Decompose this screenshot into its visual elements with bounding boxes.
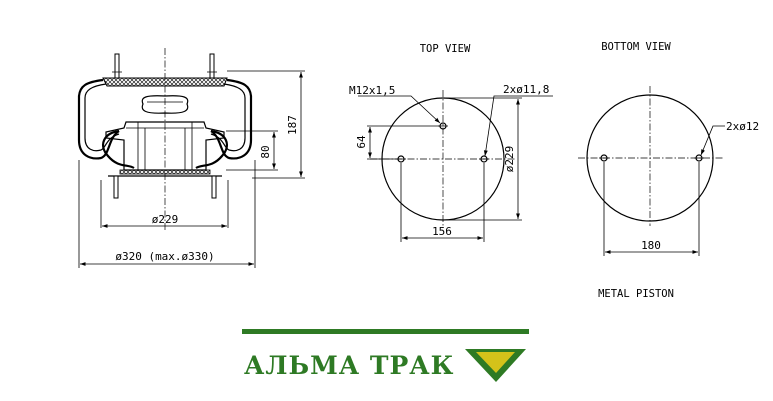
- top-stud-left: [114, 53, 120, 79]
- thread-label: M12x1,5: [349, 84, 395, 97]
- brand-logo: [465, 349, 526, 382]
- brand-rule: [242, 329, 529, 334]
- bottom-view: BOTTOM VIEW 2xø12 180 METAL PISTON: [578, 41, 759, 300]
- offset-dim-label: 64: [355, 135, 368, 149]
- bottom-diameter-dim-label: ø229: [152, 213, 179, 226]
- piston-note: METAL PISTON: [598, 288, 674, 300]
- bottom-stud-right: [211, 175, 217, 199]
- top-view-title: TOP VIEW: [420, 43, 471, 55]
- bottom-spacing-dim-label: 180: [641, 239, 661, 252]
- bumper: [141, 95, 189, 114]
- brand-block: АЛЬМА ТРАК: [242, 329, 529, 382]
- piston-height-dim-label: 80: [259, 145, 272, 158]
- height-dim-label: 187: [286, 115, 299, 135]
- brand-name: АЛЬМА ТРАК: [244, 351, 454, 380]
- top-view: TOP VIEW M12x1,5 2xø11,8 64 ø229 156: [349, 43, 553, 242]
- top-diameter-dim-label: ø229: [503, 146, 516, 173]
- max-diameter-dim-label: ø320 (max.ø330): [115, 250, 214, 263]
- spacing-dim-label: 156: [432, 225, 452, 238]
- top-holes-label: 2xø11,8: [503, 83, 549, 96]
- bottom-view-title: BOTTOM VIEW: [601, 41, 671, 53]
- bottom-holes-label: 2xø12: [726, 120, 759, 133]
- bellow-contour: [77, 78, 253, 160]
- side-view: 187 80 ø229 ø320 (max.ø330): [77, 48, 305, 268]
- bottom-stud-left: [113, 175, 119, 199]
- top-stud-right: [209, 53, 215, 79]
